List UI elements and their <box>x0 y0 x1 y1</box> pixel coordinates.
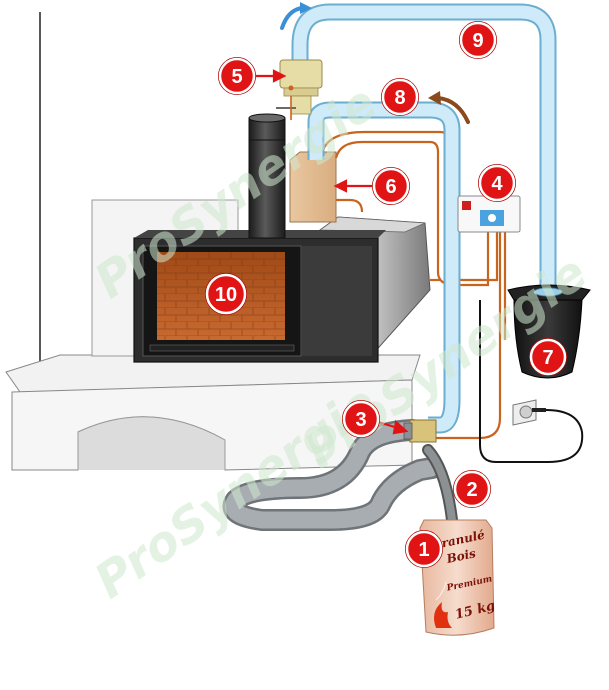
cyclone-separator <box>276 59 323 120</box>
callout-circle <box>372 167 410 205</box>
callouts: 1 2 3 4 5 6 7 8 9 10 <box>205 21 567 568</box>
flame-icon <box>434 602 452 628</box>
callout-pointers <box>256 69 409 435</box>
wall-socket <box>512 399 546 426</box>
airflow-arrowhead-icon <box>300 2 312 14</box>
callout-1: 1 <box>405 530 443 568</box>
callout-4: 4 <box>478 164 516 202</box>
return-arrowhead-icon <box>428 91 441 105</box>
pipe-junction <box>403 419 437 443</box>
callout-label: 2 <box>466 479 477 501</box>
callout-label: 6 <box>385 176 396 198</box>
flue-pipe <box>248 113 286 239</box>
callout-6: 6 <box>372 167 410 205</box>
callout-circle <box>381 78 419 116</box>
return-pipe <box>291 3 557 292</box>
flexible-hose <box>222 419 458 531</box>
callout-label: 8 <box>394 87 405 109</box>
callout-label: 3 <box>355 409 366 431</box>
airflow-arrow-icon <box>280 6 304 30</box>
callout-circle <box>405 530 443 568</box>
callout-circle <box>218 57 256 95</box>
callout-label: 9 <box>472 30 483 52</box>
hearth-base <box>5 354 421 471</box>
control-box <box>457 195 521 233</box>
callout-circle <box>529 338 567 376</box>
callout-5: 5 <box>218 57 256 95</box>
bag-line-2: Bois <box>444 546 477 566</box>
callout-label: 5 <box>231 66 242 88</box>
feed-pipe <box>307 101 461 434</box>
callout-10: 10 <box>205 273 247 315</box>
callout-label: 1 <box>418 539 429 561</box>
callout-9: 9 <box>459 21 497 59</box>
callout-2: 2 <box>453 470 491 508</box>
callout-label: 10 <box>215 284 237 306</box>
callout-circle <box>478 164 516 202</box>
callout-label: 4 <box>491 173 503 195</box>
callout-7: 7 <box>529 338 567 376</box>
callout-circle <box>342 400 380 438</box>
callout-circle <box>205 273 247 315</box>
callout-circle <box>453 470 491 508</box>
callout-3: 3 <box>342 400 380 438</box>
return-arrow-icon <box>436 96 470 124</box>
callout-circle <box>459 21 497 59</box>
callout-label: 7 <box>542 347 553 369</box>
callout-8: 8 <box>381 78 419 116</box>
power-cable <box>479 300 584 463</box>
